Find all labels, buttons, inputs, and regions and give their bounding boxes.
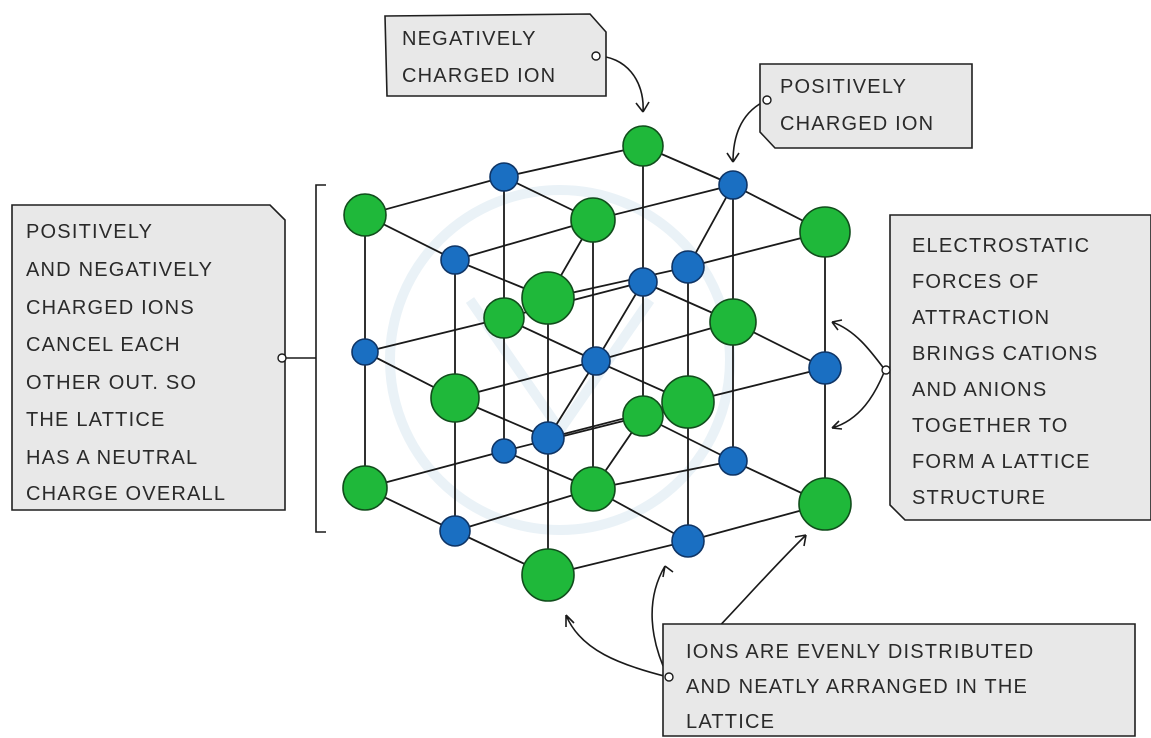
negative-ion: [342, 465, 388, 511]
neutral-label-line: AND NEGATIVELY: [26, 259, 213, 281]
neutral-label-line: CHARGED IONS: [26, 297, 195, 319]
positive-ion-label: POSITIVELY CHARGED ION: [759, 63, 973, 149]
positive-ion: [628, 267, 658, 297]
negative-ion: [521, 548, 575, 602]
positive-ion: [671, 250, 705, 284]
neutral-label-line: OTHER OUT. SO: [26, 372, 197, 394]
negative-ion: [622, 395, 664, 437]
positive-ion: [439, 515, 471, 547]
negative-ion: [661, 375, 715, 429]
positive-ion: [808, 351, 842, 385]
negative-ion: [799, 206, 851, 258]
negative-ion: [798, 477, 852, 531]
electrostatic-label: ELECTROSTATIC FORCES OF ATTRACTION BRING…: [881, 214, 1151, 521]
positive-ion-label-line: CHARGED ION: [780, 113, 934, 135]
positive-ion-label-line: POSITIVELY: [780, 76, 907, 98]
lattice-ions: [342, 125, 852, 602]
negative-ion: [622, 125, 664, 167]
neutral-charge-label: POSITIVELY AND NEGATIVELY CHARGED IONS C…: [11, 204, 287, 511]
negative-ion: [570, 197, 616, 243]
distribution-label-line: IONS ARE EVENLY DISTRIBUTED: [686, 641, 1034, 663]
positive-ion: [581, 346, 611, 376]
positive-ion: [718, 170, 748, 200]
neutral-label-line: HAS A NEUTRAL: [26, 447, 198, 469]
positive-ion: [671, 524, 705, 558]
positive-ion: [489, 162, 519, 192]
negative-ion: [570, 466, 616, 512]
electrostatic-label-line: BRINGS CATIONS: [912, 343, 1098, 365]
positive-ion: [531, 421, 565, 455]
positive-ion: [351, 338, 379, 366]
negative-ion-label-line: CHARGED ION: [402, 65, 556, 87]
positive-ion: [440, 245, 470, 275]
neutral-label-line: THE LATTICE: [26, 409, 166, 431]
electrostatic-label-line: STRUCTURE: [912, 487, 1046, 509]
positive-ion: [491, 438, 517, 464]
positive-ion: [718, 446, 748, 476]
distribution-label: IONS ARE EVENLY DISTRIBUTED AND NEATLY A…: [662, 623, 1136, 737]
negative-ion-label-line: NEGATIVELY: [402, 28, 537, 50]
electrostatic-label-line: FORCES OF: [912, 271, 1039, 293]
lattice-bracket: [315, 184, 326, 533]
negative-ion: [430, 373, 480, 423]
electrostatic-label-line: ATTRACTION: [912, 307, 1050, 329]
electrostatic-label-line: ELECTROSTATIC: [912, 235, 1090, 257]
arrow-to-attraction-top: [831, 319, 886, 371]
electrostatic-label-line: TOGETHER TO: [912, 415, 1069, 437]
distribution-label-line: AND NEATLY ARRANGED IN THE: [686, 676, 1028, 698]
distribution-label-line: LATTICE: [686, 711, 775, 733]
watermark-logo: [385, 185, 735, 535]
negative-ion: [483, 297, 525, 339]
neutral-label-line: CANCEL EACH: [26, 334, 181, 356]
arrow-to-attraction-bottom: [831, 369, 886, 430]
negative-ion: [521, 271, 575, 325]
negative-ion: [709, 298, 757, 346]
negative-ion: [343, 193, 387, 237]
negative-ion-label: NEGATIVELY CHARGED ION: [384, 13, 607, 97]
neutral-label-line: CHARGE OVERALL: [26, 483, 226, 505]
electrostatic-label-line: AND ANIONS: [912, 379, 1047, 401]
neutral-label-line: POSITIVELY: [26, 221, 153, 243]
arrow-to-bottom-ion: [565, 614, 669, 678]
electrostatic-label-line: FORM A LATTICE: [912, 451, 1091, 473]
